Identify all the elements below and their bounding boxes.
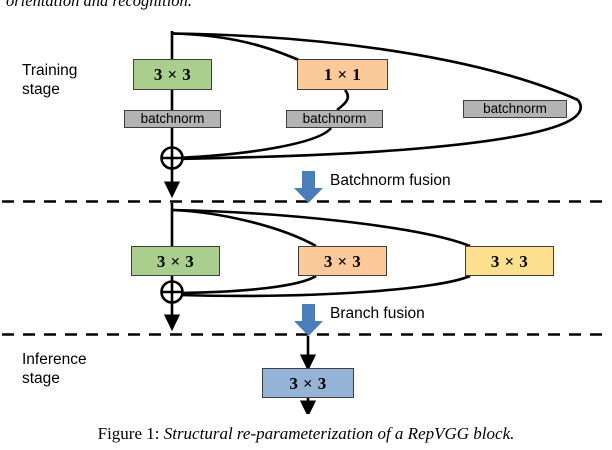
curve-conv1x1-to-bn [336, 89, 350, 112]
training-stage-label: Training stage [22, 62, 78, 98]
training-conv3x3-box[interactable]: 3 × 3 [133, 59, 212, 90]
batchnorm-fusion-label: Batchnorm fusion [330, 172, 451, 189]
inference-stage-label: Inference stage [22, 351, 87, 387]
branch-fusion-label: Branch fusion [330, 305, 425, 322]
curve-fused-yellow-out [177, 274, 471, 298]
training-conv3x3-batchnorm-box[interactable]: batchnorm [124, 110, 221, 128]
inference-conv3x3-box[interactable]: 3 × 3 [262, 368, 354, 398]
batchnorm-fusion-arrow [294, 171, 323, 203]
curve-identity-return [175, 99, 582, 161]
curve-to-identity-top [171, 32, 579, 102]
figure-caption-body: Structural re-parameterization of a RepV… [163, 424, 515, 443]
fused-conv3x3-green-box[interactable]: 3 × 3 [131, 246, 220, 276]
fused-conv3x3-orange-box[interactable]: 3 × 3 [298, 246, 387, 276]
curve-fused-orange-out [177, 274, 317, 295]
fused-conv3x3-yellow-box[interactable]: 3 × 3 [465, 246, 554, 276]
repvgg-diagram: Training stage 3 × 3 batchnorm 1 × 1 bat… [0, 14, 612, 414]
training-identity-batchnorm-box[interactable]: batchnorm [463, 100, 567, 118]
branch-fusion-arrow [294, 304, 323, 336]
training-conv1x1-box[interactable]: 1 × 1 [297, 59, 388, 90]
diagram-connectors [2, 31, 610, 414]
curve-conv1x1-bn-to-merge [175, 127, 333, 160]
page-text-fragment: orientation and recognition. [6, 0, 192, 10]
figure-caption-label: Figure 1: [97, 424, 164, 443]
training-conv1x1-batchnorm-box[interactable]: batchnorm [286, 110, 383, 128]
figure-caption: Figure 1: Structural re-parameterization… [0, 424, 612, 444]
curve-fused-yellow-in [171, 208, 471, 248]
